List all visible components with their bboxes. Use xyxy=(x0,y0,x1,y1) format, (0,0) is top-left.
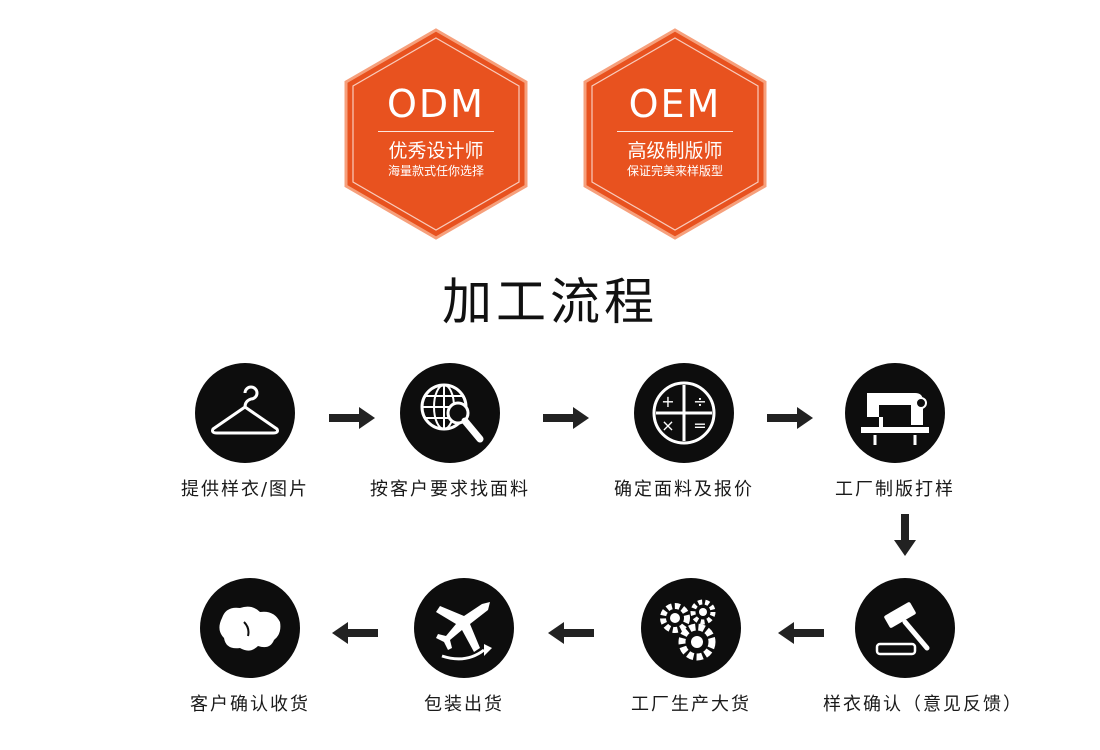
hanger-icon xyxy=(211,385,279,435)
step-label: 包装出货 xyxy=(424,694,504,715)
page-title: 加工流程 xyxy=(442,273,658,331)
step-circle xyxy=(195,363,295,463)
arrow-right-icon xyxy=(329,407,377,433)
arrow-left-icon xyxy=(546,622,594,648)
step-label: 确定面料及报价 xyxy=(614,479,754,500)
step-circle xyxy=(400,363,500,463)
hexagon-badge-shape xyxy=(583,28,767,240)
step-label: 样衣确认（意见反馈） xyxy=(823,694,1023,715)
map-icon xyxy=(219,606,281,651)
step-circle xyxy=(200,578,300,678)
hexagon-badge-shape xyxy=(344,28,528,240)
badge-subtitle: 高级制版师 xyxy=(627,140,723,162)
badge-title: ODM xyxy=(387,82,485,126)
arrow-left-icon xyxy=(776,622,824,648)
step-circle xyxy=(845,363,945,463)
step-label: 工厂生产大货 xyxy=(631,694,751,715)
step-label: 客户确认收货 xyxy=(190,694,310,715)
arrow-down-icon xyxy=(894,514,916,562)
svg-text:÷: ÷ xyxy=(693,392,706,411)
step-label: 按客户要求找面料 xyxy=(370,479,530,500)
step-circle xyxy=(414,578,514,678)
gavel-icon xyxy=(875,602,930,656)
step-circle: + ÷ × = xyxy=(634,363,734,463)
badge-title: OEM xyxy=(628,82,722,126)
step-label: 工厂制版打样 xyxy=(835,479,955,500)
globe-magnifier-icon xyxy=(420,383,484,443)
calculator-icon: + ÷ × = xyxy=(652,381,716,445)
svg-text:×: × xyxy=(661,416,674,435)
arrow-right-icon xyxy=(543,407,591,433)
step-circle xyxy=(855,578,955,678)
sewing-machine-icon xyxy=(861,393,929,445)
badge-divider xyxy=(378,131,494,132)
step-circle xyxy=(641,578,741,678)
arrow-left-icon xyxy=(330,622,378,648)
badge-divider xyxy=(617,131,733,132)
gears-icon xyxy=(660,599,716,661)
badge-caption: 保证完美来样版型 xyxy=(626,164,723,178)
airplane-icon xyxy=(436,602,492,661)
step-label: 提供样衣/图片 xyxy=(180,479,310,500)
svg-text:+: + xyxy=(661,392,674,411)
oem-badge: OEM 高级制版师 保证完美来样版型 xyxy=(583,28,767,240)
svg-text:=: = xyxy=(693,416,706,435)
odm-badge: ODM 优秀设计师 海量款式任你选择 xyxy=(344,28,528,240)
badge-caption: 海量款式任你选择 xyxy=(387,164,484,178)
arrow-right-icon xyxy=(767,407,815,433)
badge-subtitle: 优秀设计师 xyxy=(388,140,484,162)
